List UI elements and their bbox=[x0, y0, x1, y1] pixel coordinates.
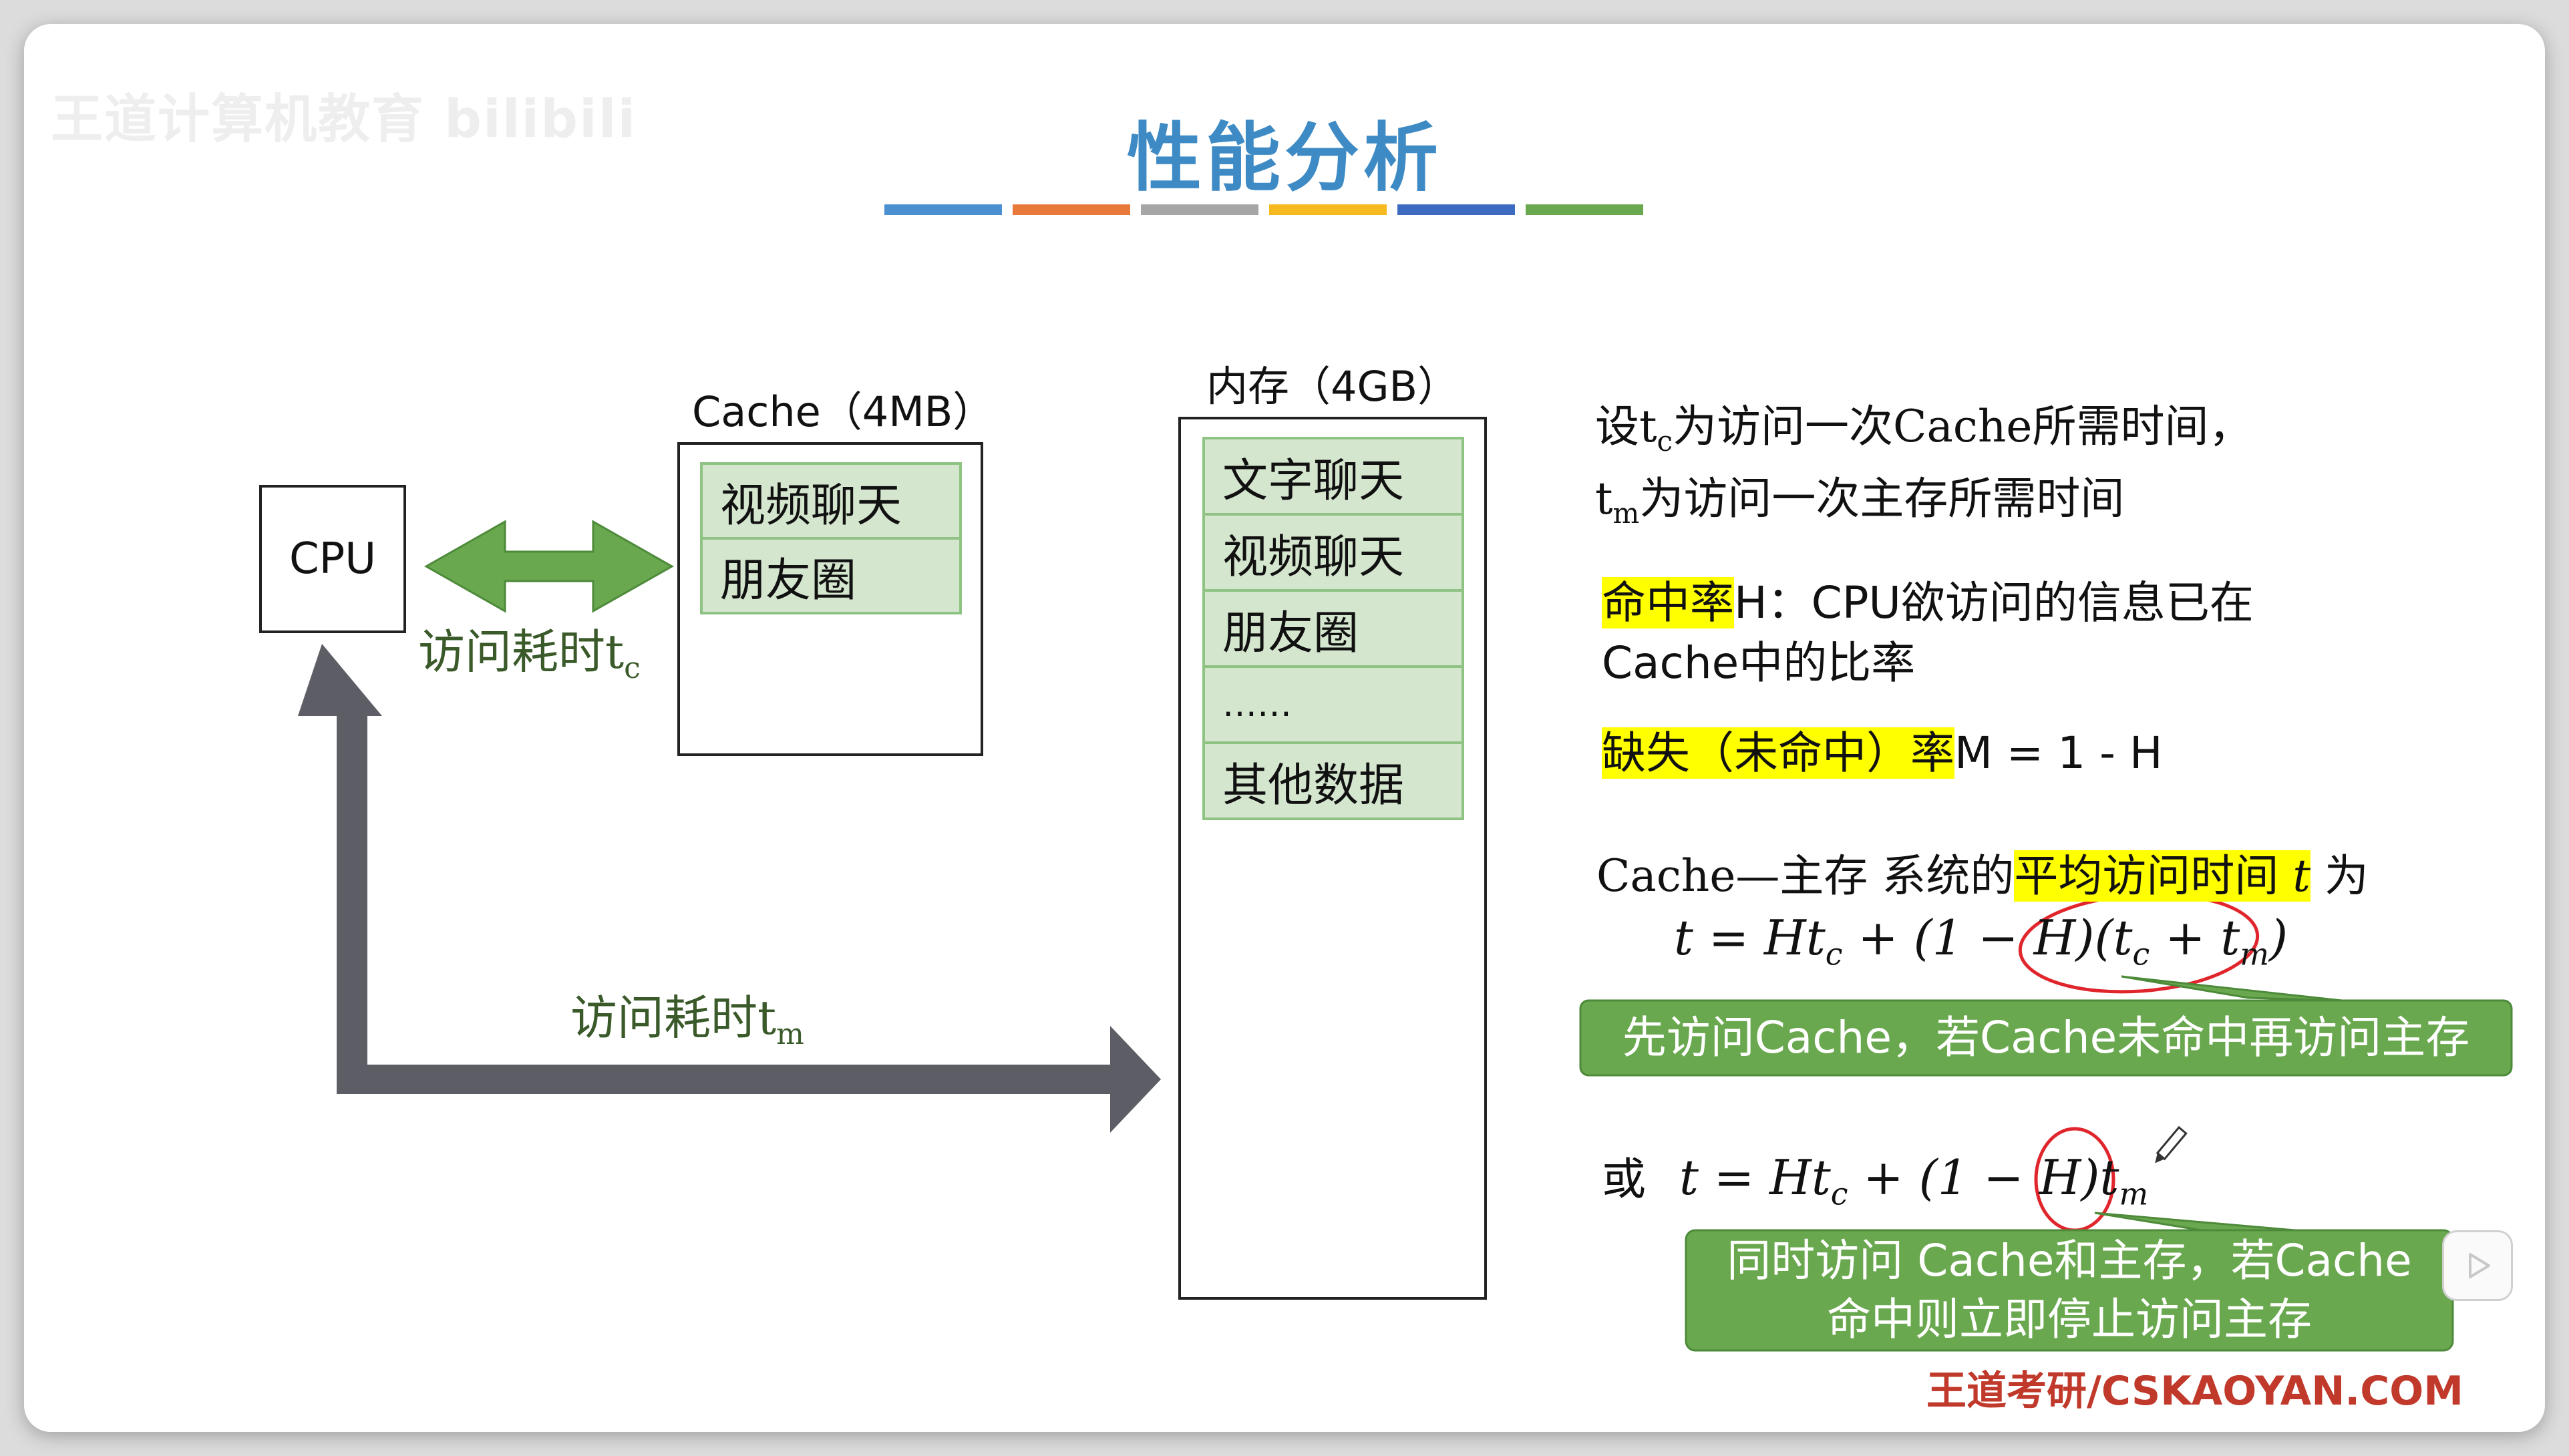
definition-text-part: 设t bbox=[1595, 401, 1657, 452]
slide: 王道计算机教育 bilibili 性能分析 CPU 访问耗时t bbox=[24, 24, 2545, 1432]
memory-label: 内存（4GB） bbox=[1206, 362, 1460, 411]
cache-item: 朋友圈 bbox=[700, 537, 962, 614]
play-icon bbox=[2469, 1253, 2490, 1278]
callout-2-line-1: 同时访问 Cache和主存，若Cache bbox=[1727, 1235, 2412, 1286]
memory-access-text: 访问耗时t bbox=[570, 990, 777, 1045]
diagram-arrows bbox=[298, 520, 2513, 1352]
memory-item: …… bbox=[1202, 665, 1464, 744]
formula-part: + (1 − H)(t bbox=[1842, 910, 2133, 966]
hit-rate-desc: H：CPU欲访问的信息已在 bbox=[1734, 577, 2254, 628]
footer-brand: 王道考研/CSKAOYAN.COM bbox=[1926, 1368, 2463, 1415]
cpu-box: CPU bbox=[259, 485, 406, 633]
color-bar-segment bbox=[1141, 204, 1258, 215]
avg-time-term-text: 平均访问时间 bbox=[2014, 850, 2293, 902]
avg-time-var: t bbox=[2292, 850, 2310, 902]
watermark: 王道计算机教育 bilibili bbox=[51, 89, 637, 150]
page-title: 性能分析 bbox=[1127, 115, 1442, 202]
definition-text-part: 为访问一次Cache所需时间， bbox=[1673, 401, 2253, 452]
hit-rate-term: 命中率 bbox=[1602, 577, 1734, 628]
formula-sub: c bbox=[1830, 1175, 1848, 1212]
cache-access-sub: c bbox=[624, 651, 641, 685]
cache-label: Cache（4MB） bbox=[692, 387, 995, 436]
color-bar-segment bbox=[884, 204, 1002, 215]
definition-line-2: tm为访问一次主存所需时间 bbox=[1595, 470, 2252, 542]
miss-rate-term: 缺失（未命中）率 bbox=[1602, 727, 1954, 779]
definition-sub: c bbox=[1657, 425, 1673, 458]
callout-1-text: 先访问Cache，若Cache未命中再访问主存 bbox=[1622, 1012, 2470, 1063]
memory-item: 其他数据 bbox=[1202, 741, 1464, 820]
cache-access-time-label: 访问耗时tc bbox=[418, 614, 641, 685]
avg-time-term: 平均访问时间 t bbox=[2014, 850, 2310, 902]
formula-part: + t bbox=[2150, 910, 2240, 966]
cpu-cache-arrow bbox=[423, 520, 675, 613]
callout-2-text: 同时访问 Cache和主存，若Cache 命中则立即停止访问主存 bbox=[1686, 1232, 2453, 1349]
definition-text-part: 为访问一次主存所需时间 bbox=[1639, 473, 2125, 525]
formula-sub: c bbox=[1825, 936, 1843, 972]
pencil-icon bbox=[2155, 1125, 2188, 1163]
formula-part: t = Ht bbox=[1679, 1149, 1831, 1206]
color-bar-segment bbox=[1526, 204, 1643, 215]
formula-sub: m bbox=[2240, 936, 2269, 972]
miss-rate-text: 缺失（未命中）率M = 1 - H bbox=[1602, 717, 2163, 781]
hit-rate-text: 命中率H：CPU欲访问的信息已在 Cache中的比率 bbox=[1602, 573, 2254, 693]
formula-part: + (1 − H)t bbox=[1848, 1149, 2119, 1206]
cache-item: 视频聊天 bbox=[700, 462, 962, 540]
avg-time-text: Cache—主存 系统的平均访问时间 t 为 bbox=[1596, 840, 2369, 904]
cpu-label: CPU bbox=[289, 534, 377, 584]
formula-sub: c bbox=[2132, 936, 2150, 972]
miss-rate-formula: M = 1 - H bbox=[1954, 727, 2163, 779]
formula-part: ) bbox=[2268, 910, 2288, 966]
cpu-memory-arrow bbox=[298, 644, 1161, 1133]
formula-2: 或 t = Htc + (1 − H)tm bbox=[1602, 1143, 2148, 1212]
color-bar-segment bbox=[1269, 204, 1387, 215]
color-bar-segment bbox=[1397, 204, 1515, 215]
callout-pointer bbox=[2121, 975, 2343, 1002]
play-button[interactable] bbox=[2442, 1230, 2513, 1301]
hit-rate-line-2: Cache中的比率 bbox=[1602, 637, 1916, 689]
definition-sub: m bbox=[1612, 497, 1640, 530]
hit-rate-line-1: 命中率H：CPU欲访问的信息已在 bbox=[1602, 573, 2254, 633]
color-bar-segment bbox=[1013, 204, 1130, 215]
avg-time-suffix: 为 bbox=[2310, 850, 2369, 902]
avg-time-prefix: Cache—主存 系统的 bbox=[1596, 850, 2015, 902]
definition-line-1: 设tc为访问一次Cache所需时间， bbox=[1595, 398, 2252, 470]
definition-text-part: t bbox=[1595, 473, 1613, 525]
memory-item: 文字聊天 bbox=[1202, 437, 1464, 516]
formula-part: t = Ht bbox=[1674, 910, 1826, 966]
definition-text: 设tc为访问一次Cache所需时间， tm为访问一次主存所需时间 bbox=[1595, 398, 2252, 542]
memory-access-time-label: 访问耗时tm bbox=[570, 980, 804, 1051]
callout-1-box bbox=[1579, 999, 2513, 1077]
cache-access-text: 访问耗时t bbox=[418, 624, 625, 679]
callout-2-line-2: 命中则立即停止访问主存 bbox=[1827, 1294, 2312, 1345]
formula-sub: m bbox=[2119, 1175, 2149, 1212]
formula-prefix: 或 bbox=[1602, 1153, 1646, 1205]
memory-access-sub: m bbox=[776, 1017, 804, 1051]
callout-pointer bbox=[2094, 1212, 2296, 1232]
memory-item: 朋友圈 bbox=[1202, 589, 1464, 668]
formula-1: t = Htc + (1 − H)(tc + tm) bbox=[1674, 910, 2288, 972]
memory-item: 视频聊天 bbox=[1202, 513, 1464, 592]
